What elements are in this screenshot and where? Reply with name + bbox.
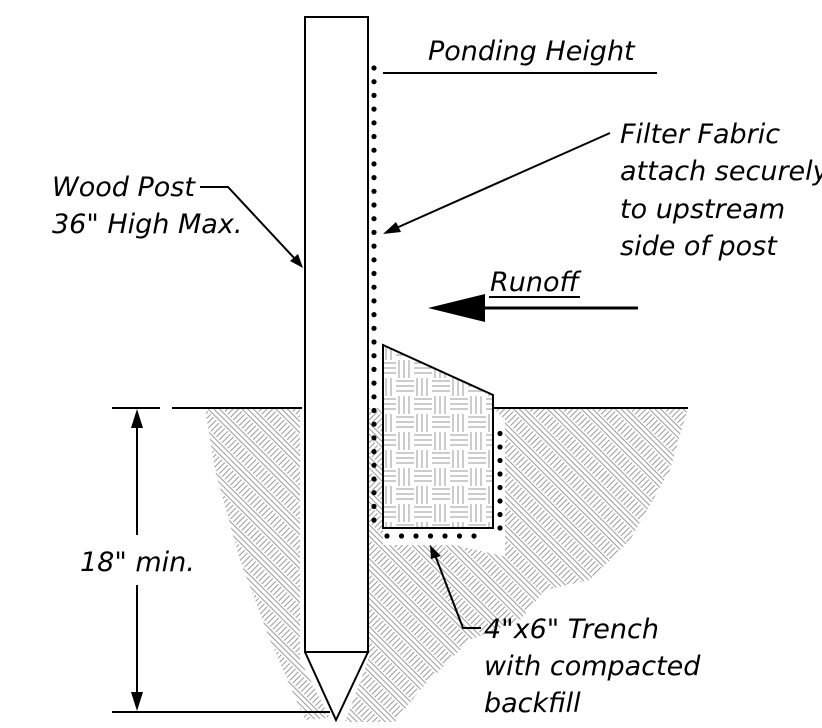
depth-dimension bbox=[112, 407, 330, 713]
fabric-dot bbox=[497, 525, 503, 531]
fabric-dot bbox=[371, 65, 377, 71]
label-wood-post: Wood Post 36" High Max. bbox=[52, 172, 242, 240]
fabric-dot bbox=[371, 79, 377, 85]
fabric-dot bbox=[371, 490, 377, 496]
trench-line-3: backfill bbox=[484, 688, 581, 719]
fabric-dot bbox=[371, 270, 377, 277]
fabric-dot bbox=[371, 476, 377, 482]
soil-hatch bbox=[205, 408, 688, 722]
fabric-dot bbox=[371, 407, 377, 414]
fabric-dot bbox=[497, 498, 503, 504]
trench-line-2: with compacted bbox=[484, 651, 701, 682]
fabric-dot bbox=[497, 471, 503, 477]
label-depth: 18" min. bbox=[80, 547, 195, 578]
fabric-dot bbox=[371, 353, 377, 359]
fabric-dot bbox=[371, 421, 377, 427]
fabric-dot bbox=[371, 366, 377, 372]
fabric-dot bbox=[398, 533, 405, 539]
fabric-dot bbox=[371, 462, 377, 468]
wood-post-leader bbox=[200, 186, 303, 268]
wood-post bbox=[304, 16, 369, 723]
fabric-dot bbox=[497, 444, 503, 450]
fabric-dot bbox=[371, 202, 377, 208]
fabric-dot bbox=[371, 435, 377, 441]
fabric-dot bbox=[371, 106, 377, 112]
fabric-dot bbox=[371, 449, 377, 455]
fabric-dot bbox=[371, 380, 377, 386]
filter-fabric bbox=[371, 65, 503, 539]
fabric-dot bbox=[371, 257, 377, 263]
fabric-dot bbox=[427, 533, 434, 539]
fabric-dot bbox=[371, 229, 377, 235]
label-trench: 4"x6" Trench with compacted backfill bbox=[484, 614, 701, 719]
runoff-arrow bbox=[428, 294, 638, 322]
fabric-dot bbox=[384, 533, 390, 539]
fabric-dot bbox=[371, 243, 377, 249]
fabric-dot bbox=[413, 533, 419, 539]
fabric-dot bbox=[371, 503, 377, 509]
filter-fabric-line-4: side of post bbox=[620, 231, 778, 262]
label-runoff: Runoff bbox=[490, 267, 582, 298]
fabric-dot bbox=[371, 394, 377, 400]
fabric-dot bbox=[371, 312, 377, 318]
filter-fabric-leader bbox=[383, 132, 611, 234]
label-filter-fabric: Filter Fabric attach securely to upstrea… bbox=[620, 119, 822, 262]
filter-fabric-line-3: to upstream bbox=[620, 194, 785, 225]
fabric-dot bbox=[371, 161, 377, 167]
fabric-dot bbox=[497, 484, 503, 491]
trench-leader bbox=[430, 545, 481, 629]
fabric-dot bbox=[371, 339, 377, 345]
fabric-dot bbox=[371, 216, 377, 222]
fabric-dot bbox=[371, 298, 377, 304]
fabric-dot bbox=[371, 188, 377, 194]
fabric-dot bbox=[371, 284, 377, 290]
wood-post-line-2: 36" High Max. bbox=[52, 209, 242, 240]
trench-backfill bbox=[382, 343, 494, 529]
fabric-dot bbox=[371, 120, 377, 126]
fabric-dot bbox=[497, 511, 503, 518]
trench-line-1: 4"x6" Trench bbox=[484, 614, 659, 645]
fabric-dot bbox=[371, 133, 377, 140]
fabric-dot bbox=[371, 147, 377, 153]
fabric-dot bbox=[471, 533, 477, 539]
filter-fabric-line-2: attach securely bbox=[620, 156, 822, 187]
fabric-dot bbox=[497, 430, 503, 437]
fabric-dot bbox=[371, 325, 377, 331]
fabric-dot bbox=[371, 517, 377, 523]
fabric-dot bbox=[442, 533, 448, 539]
filter-fabric-line-1: Filter Fabric bbox=[620, 119, 780, 150]
fabric-dot bbox=[497, 457, 503, 464]
label-ponding-height: Ponding Height bbox=[428, 36, 636, 67]
fabric-dot bbox=[456, 533, 463, 539]
wood-post-line-1: Wood Post bbox=[52, 172, 196, 203]
fabric-dot bbox=[371, 175, 377, 181]
fabric-dot bbox=[371, 92, 377, 98]
